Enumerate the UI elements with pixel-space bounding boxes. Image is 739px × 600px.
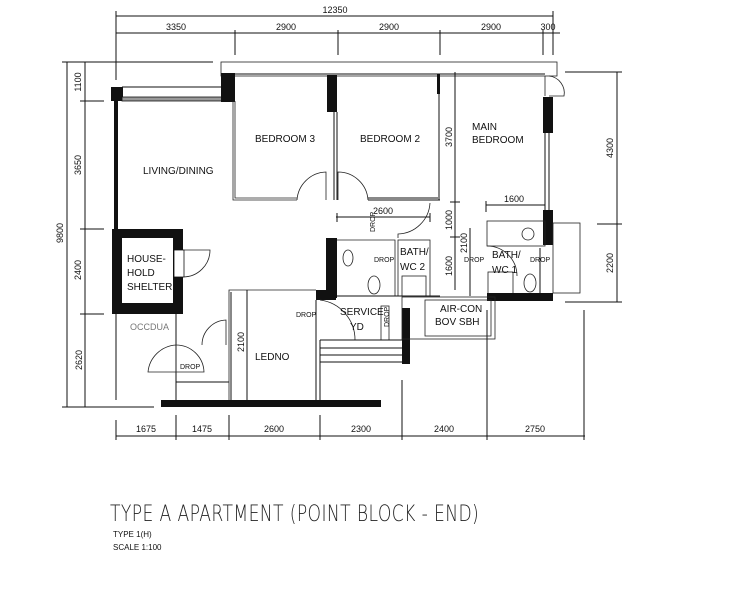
label-bedroom2: BEDROOM 2 [360,134,420,145]
label-drop: DROP [370,211,377,232]
dim-top: 300 [540,22,555,32]
dim-top-total: 12350 [322,5,347,15]
label-shelter: HOUSE- [127,254,166,265]
label-bedroom3: BEDROOM 3 [255,134,315,145]
dim-top: 2900 [379,22,399,32]
dim-left: 1100 [73,72,83,91]
room-labels: BEDROOM 3 BEDROOM 2 MAIN BEDROOM LIVING/… [127,122,551,371]
plan-title: TYPE A APARTMENT (POINT BLOCK - END) [110,502,480,527]
top-dimensions: 12350 3350 2900 2900 2900 300 [115,5,560,80]
dim-left: 3650 [73,155,83,175]
label-main-bedroom: BEDROOM [472,135,524,146]
label-bath-wc2: WC 2 [400,262,425,273]
dim-bottom: 2600 [264,424,284,434]
dim-top: 2900 [276,22,296,32]
dim-bottom: 1475 [192,424,212,434]
dim-inner: 2100 [459,233,469,253]
label-aircon-ledge: BOV SBH [435,317,479,328]
label-main-bedroom: MAIN [472,122,497,133]
plan-type: TYPE 1(H) [113,530,152,539]
dim-right: 2200 [605,253,615,273]
dim-bottom: 2750 [525,424,545,434]
label-service-yard: YD [350,322,364,333]
label-shelter: HOLD [127,268,155,279]
label-living-dining: LIVING/DINING [143,166,214,177]
dim-inner: 1600 [504,194,524,204]
label-drop: DROP [296,312,317,319]
dim-inner: 3700 [444,127,454,147]
label-drop: DROP [180,364,201,371]
bottom-dimensions: 1675 1475 2600 2300 2400 2750 [115,310,585,440]
walls [111,61,581,407]
label-service-yard: SERVICE [340,307,384,318]
label-drop: DROP [530,257,551,264]
label-entry: OCCDUA [130,322,169,332]
label-kitchen: LEDNO [255,352,290,363]
dim-left: 2620 [74,350,84,370]
dim-bottom: 2300 [351,424,371,434]
dim-left-total: 9800 [55,223,65,243]
dim-bottom: 2400 [434,424,454,434]
label-aircon-ledge: AIR-CON [440,304,482,315]
dim-inner: 2100 [236,332,246,352]
label-shelter: SHELTER [127,282,172,293]
label-drop: DROP [374,257,395,264]
dim-top: 3350 [166,22,186,32]
plan-scale: SCALE 1:100 [113,543,162,552]
label-bath-wc1: BATH/ [492,250,521,261]
label-drop: DROP [384,306,391,327]
dim-top: 2900 [481,22,501,32]
dim-right: 4300 [605,138,615,158]
label-bath-wc1: WC 1 [492,265,517,276]
label-drop: DROP [464,257,485,264]
dim-left: 2400 [73,260,83,280]
dim-inner: 1000 [444,210,454,230]
dim-bottom: 1675 [136,424,156,434]
left-dimensions: 1100 3650 9800 2400 2620 [55,61,213,408]
right-dimensions: 4300 2200 [565,71,622,303]
dim-inner: 1600 [444,256,454,276]
dim-inner: 2600 [373,206,393,216]
label-bath-wc2: BATH/ [400,247,429,258]
inner-dimensions: 3700 1600 2600 1000 2100 1600 2100 [236,127,524,352]
